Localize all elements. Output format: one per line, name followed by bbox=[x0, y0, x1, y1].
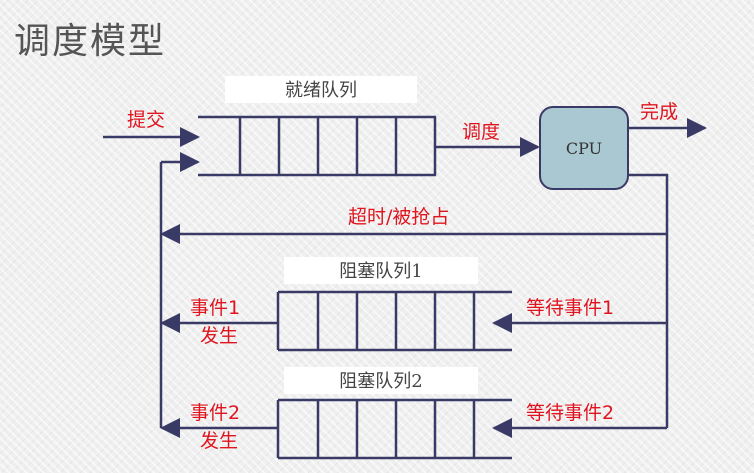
event1-occurs-label-line2: 发生 bbox=[200, 325, 238, 347]
wait-event1-label: 等待事件1 bbox=[526, 297, 614, 319]
ready-queue-label: 就绪队列 bbox=[285, 80, 357, 101]
blocked-queue-2 bbox=[276, 398, 512, 460]
page-title: 调度模型 bbox=[14, 21, 167, 62]
blocked-queue-1 bbox=[276, 290, 512, 352]
blocked-queue-1-label-box bbox=[284, 257, 478, 284]
submit-label: 提交 bbox=[127, 109, 165, 131]
cpu-output-bus bbox=[628, 173, 669, 428]
timeout-preempt-label: 超时/被抢占 bbox=[348, 206, 449, 228]
blocked-queue-2-label-box bbox=[284, 367, 478, 394]
blocked-queue-1-label: 阻塞队列1 bbox=[339, 261, 422, 282]
complete-label: 完成 bbox=[640, 101, 678, 123]
dispatch-label: 调度 bbox=[462, 121, 500, 143]
ready-queue bbox=[198, 115, 437, 177]
cpu-box bbox=[539, 106, 629, 190]
wait-event2-label: 等待事件2 bbox=[526, 402, 614, 424]
event1-occurs-label-line1: 事件1 bbox=[190, 297, 240, 319]
blocked-queue-2-label: 阻塞队列2 bbox=[339, 371, 422, 392]
event2-occurs-label-line2: 发生 bbox=[200, 430, 238, 452]
ready-queue-label-box bbox=[225, 76, 417, 103]
event2-occurs-label-line1: 事件2 bbox=[190, 402, 240, 424]
cpu-label: CPU bbox=[566, 139, 602, 158]
